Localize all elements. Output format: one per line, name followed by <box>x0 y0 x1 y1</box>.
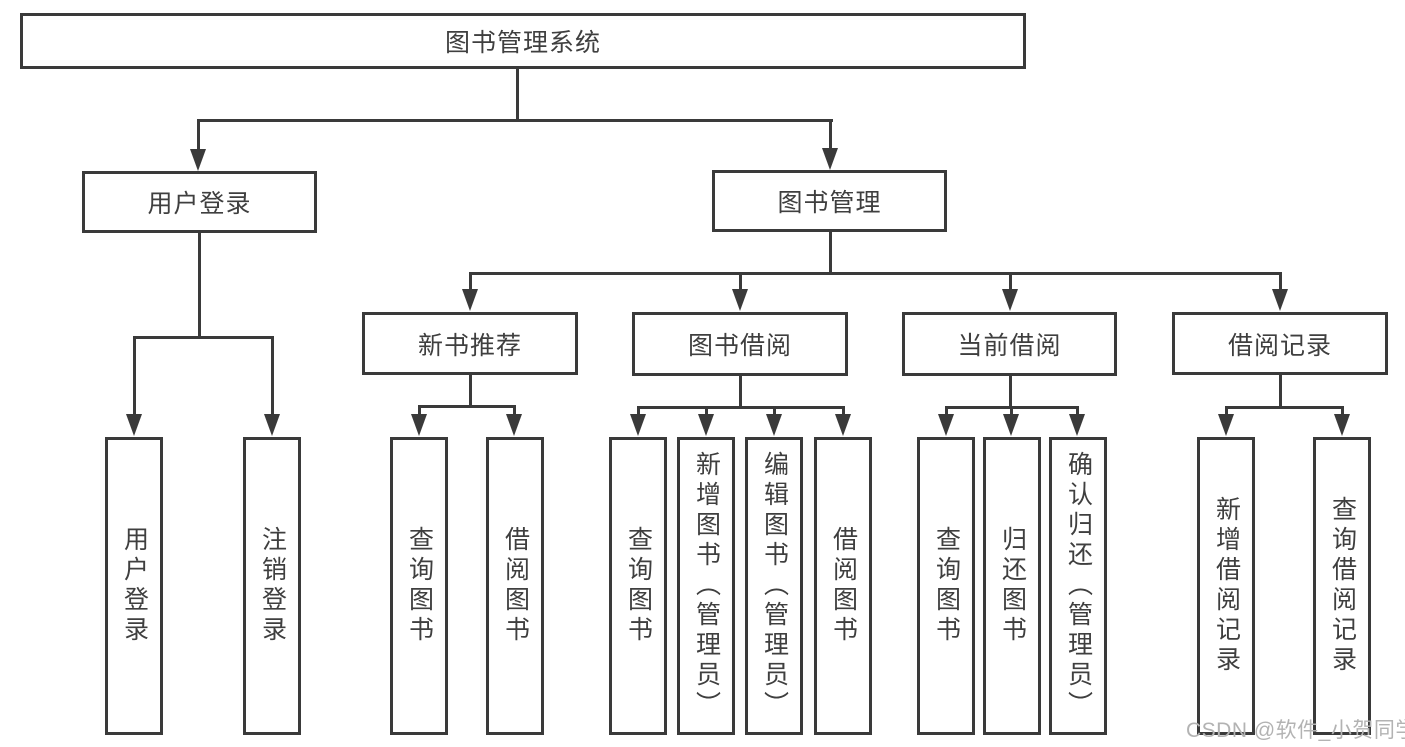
arrow-down-icon <box>1334 414 1350 436</box>
watermark: CSDN @软件_小贺同学 <box>1186 719 1405 742</box>
connector-line <box>1225 406 1228 417</box>
node-current-borrowing-label: 当前借阅 <box>957 332 1062 360</box>
connector-line <box>198 233 201 339</box>
leaf-query-borrow-record-label: 查询借阅记录 <box>1328 496 1357 676</box>
leaf-query-books-borrowing-label: 查询图书 <box>624 526 653 646</box>
connector-line <box>133 336 274 339</box>
connector-line <box>1341 406 1344 417</box>
arrow-down-icon <box>766 414 782 436</box>
node-borrowing-records: 借阅记录 <box>1172 312 1388 375</box>
leaf-query-books-recommend-label: 查询图书 <box>405 526 434 646</box>
leaf-query-books-recommend: 查询图书 <box>390 437 448 735</box>
arrow-down-icon <box>1003 414 1019 436</box>
node-user-login-label: 用户登录 <box>147 190 252 218</box>
leaf-user-login-label: 用户登录 <box>120 526 149 646</box>
node-new-book-recommend: 新书推荐 <box>362 312 578 375</box>
leaf-query-borrow-record: 查询借阅记录 <box>1313 437 1371 735</box>
node-book-management: 图书管理 <box>712 170 947 232</box>
connector-line <box>1279 272 1282 292</box>
connector-line <box>469 375 472 408</box>
connector-line <box>1009 272 1012 292</box>
connector-line <box>197 119 200 152</box>
leaf-edit-book-admin-label: 编辑图书（管理员） <box>760 451 789 721</box>
connector-line <box>418 405 516 408</box>
connector-line <box>945 406 948 417</box>
connector-line <box>637 406 640 417</box>
node-root: 图书管理系统 <box>20 13 1026 69</box>
connector-line <box>1009 376 1012 409</box>
arrow-down-icon <box>506 414 522 436</box>
node-user-login: 用户登录 <box>82 171 317 233</box>
connector-line <box>829 119 832 152</box>
leaf-return-book-label: 归还图书 <box>998 526 1027 646</box>
node-book-management-label: 图书管理 <box>777 189 882 217</box>
connector-line <box>516 69 519 121</box>
node-book-borrowing-label: 图书借阅 <box>687 332 792 360</box>
connector-line <box>469 272 1282 275</box>
node-current-borrowing: 当前借阅 <box>902 312 1117 376</box>
connector-line <box>513 405 516 417</box>
arrow-down-icon <box>126 414 142 436</box>
connector-line <box>773 406 776 417</box>
node-book-borrowing: 图书借阅 <box>632 312 848 376</box>
connector-line <box>418 405 421 417</box>
leaf-add-borrow-record-label: 新增借阅记录 <box>1212 496 1241 676</box>
arrow-down-icon <box>835 414 851 436</box>
connector-line <box>133 336 136 417</box>
leaf-borrow-books-borrowing: 借阅图书 <box>814 437 872 735</box>
connector-line <box>469 272 472 292</box>
connector-line <box>1010 406 1013 417</box>
connector-line <box>271 336 274 417</box>
leaf-add-book-admin-label: 新增图书（管理员） <box>692 451 721 721</box>
leaf-add-book-admin: 新增图书（管理员） <box>677 437 735 735</box>
arrow-down-icon <box>1069 414 1085 436</box>
leaf-confirm-return-admin: 确认归还（管理员） <box>1049 437 1107 735</box>
arrow-down-icon <box>698 414 714 436</box>
leaf-query-books-current: 查询图书 <box>917 437 975 735</box>
arrow-down-icon <box>190 149 206 171</box>
connector-line <box>1225 406 1343 409</box>
arrow-down-icon <box>630 414 646 436</box>
connector-line <box>1279 375 1282 409</box>
arrow-down-icon <box>1272 289 1288 311</box>
connector-line <box>637 406 845 409</box>
leaf-logout: 注销登录 <box>243 437 301 735</box>
arrow-down-icon <box>411 414 427 436</box>
leaf-query-books-borrowing: 查询图书 <box>609 437 667 735</box>
leaf-confirm-return-admin-label: 确认归还（管理员） <box>1064 451 1093 721</box>
leaf-edit-book-admin: 编辑图书（管理员） <box>745 437 803 735</box>
arrow-down-icon <box>1218 414 1234 436</box>
connector-line <box>1076 406 1079 417</box>
leaf-add-borrow-record: 新增借阅记录 <box>1197 437 1255 735</box>
connector-line <box>842 406 845 417</box>
connector-line <box>705 406 708 417</box>
connector-line <box>739 272 742 292</box>
leaf-user-login: 用户登录 <box>105 437 163 735</box>
arrow-down-icon <box>462 289 478 311</box>
leaf-borrow-books-recommend: 借阅图书 <box>486 437 544 735</box>
connector-line <box>197 119 833 122</box>
arrow-down-icon <box>938 414 954 436</box>
arrow-down-icon <box>822 148 838 170</box>
connector-line <box>829 232 832 274</box>
leaf-query-books-current-label: 查询图书 <box>932 526 961 646</box>
arrow-down-icon <box>264 414 280 436</box>
node-root-label: 图书管理系统 <box>444 29 601 57</box>
node-new-book-recommend-label: 新书推荐 <box>417 331 522 360</box>
arrow-down-icon <box>732 289 748 311</box>
connector-line <box>739 376 742 409</box>
leaf-borrow-books-recommend-label: 借阅图书 <box>501 526 530 646</box>
leaf-borrow-books-borrowing-label: 借阅图书 <box>829 526 858 646</box>
leaf-logout-label: 注销登录 <box>258 526 287 646</box>
arrow-down-icon <box>1002 289 1018 311</box>
node-borrowing-records-label: 借阅记录 <box>1227 331 1332 360</box>
leaf-return-book: 归还图书 <box>983 437 1041 735</box>
